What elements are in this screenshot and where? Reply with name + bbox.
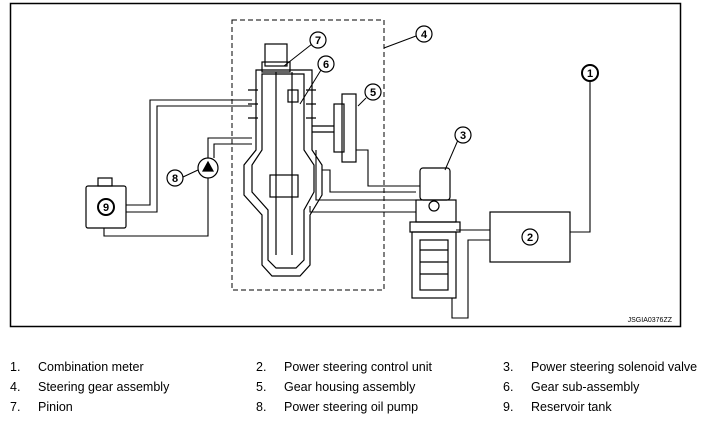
- svg-text:8: 8: [172, 173, 178, 185]
- callout-1: 1: [581, 64, 599, 82]
- legend-num: 5.: [256, 380, 267, 394]
- callout-4: 4: [383, 25, 433, 49]
- svg-text:2: 2: [527, 232, 533, 244]
- svg-text:9: 9: [103, 202, 109, 214]
- gear-housing-assembly: [312, 93, 357, 163]
- legend-num: 2.: [256, 360, 267, 374]
- legend-num: 1.: [10, 360, 21, 374]
- legend-text: Gear housing assembly: [284, 380, 416, 394]
- legend-num: 7.: [10, 400, 21, 414]
- legend-num: 8.: [256, 400, 267, 414]
- hydraulic-lines: [103, 82, 591, 319]
- svg-text:4: 4: [421, 29, 428, 41]
- legend: 1. Combination meter 2. Power steering c…: [0, 352, 713, 424]
- legend-text: Pinion: [38, 400, 73, 414]
- svg-text:1: 1: [587, 68, 593, 80]
- callout-7: 7: [283, 31, 327, 67]
- control-unit-box: [489, 211, 571, 263]
- callout-8: 8: [166, 169, 199, 187]
- legend-text: Power steering control unit: [284, 360, 432, 374]
- svg-text:3: 3: [460, 130, 466, 142]
- steering-gear-body: [243, 43, 323, 277]
- figure-code: JSGIA0376ZZ: [628, 317, 673, 324]
- legend-num: 9.: [503, 400, 514, 414]
- diagram-frame: [9, 2, 682, 328]
- oil-pump: [197, 157, 219, 179]
- reservoir-tank: [85, 177, 127, 229]
- legend-text: Gear sub-assembly: [531, 380, 640, 394]
- legend-num: 4.: [10, 380, 21, 394]
- svg-text:6: 6: [323, 59, 329, 71]
- solenoid-valve: [409, 167, 461, 299]
- legend-text: Power steering oil pump: [284, 400, 419, 414]
- steering-gear-assembly-boundary: [231, 19, 385, 291]
- legend-text: Combination meter: [38, 360, 144, 374]
- legend-text: Reservoir tank: [531, 400, 612, 414]
- legend-num: 6.: [503, 380, 514, 394]
- svg-text:7: 7: [315, 35, 321, 47]
- svg-text:5: 5: [370, 87, 376, 99]
- callout-3: 3: [444, 126, 472, 171]
- callout-9: 9: [97, 198, 115, 216]
- legend-text: Power steering solenoid valve: [531, 360, 698, 374]
- callout-5: 5: [357, 83, 382, 107]
- callout-2: 2: [521, 228, 539, 246]
- legend-text: Steering gear assembly: [38, 380, 170, 394]
- hydraulic-diagram: 1 2 3 4 5 6 7 8 9 JSGIA0376ZZ: [9, 2, 682, 328]
- legend-num: 3.: [503, 360, 514, 374]
- callout-6: 6: [299, 55, 335, 105]
